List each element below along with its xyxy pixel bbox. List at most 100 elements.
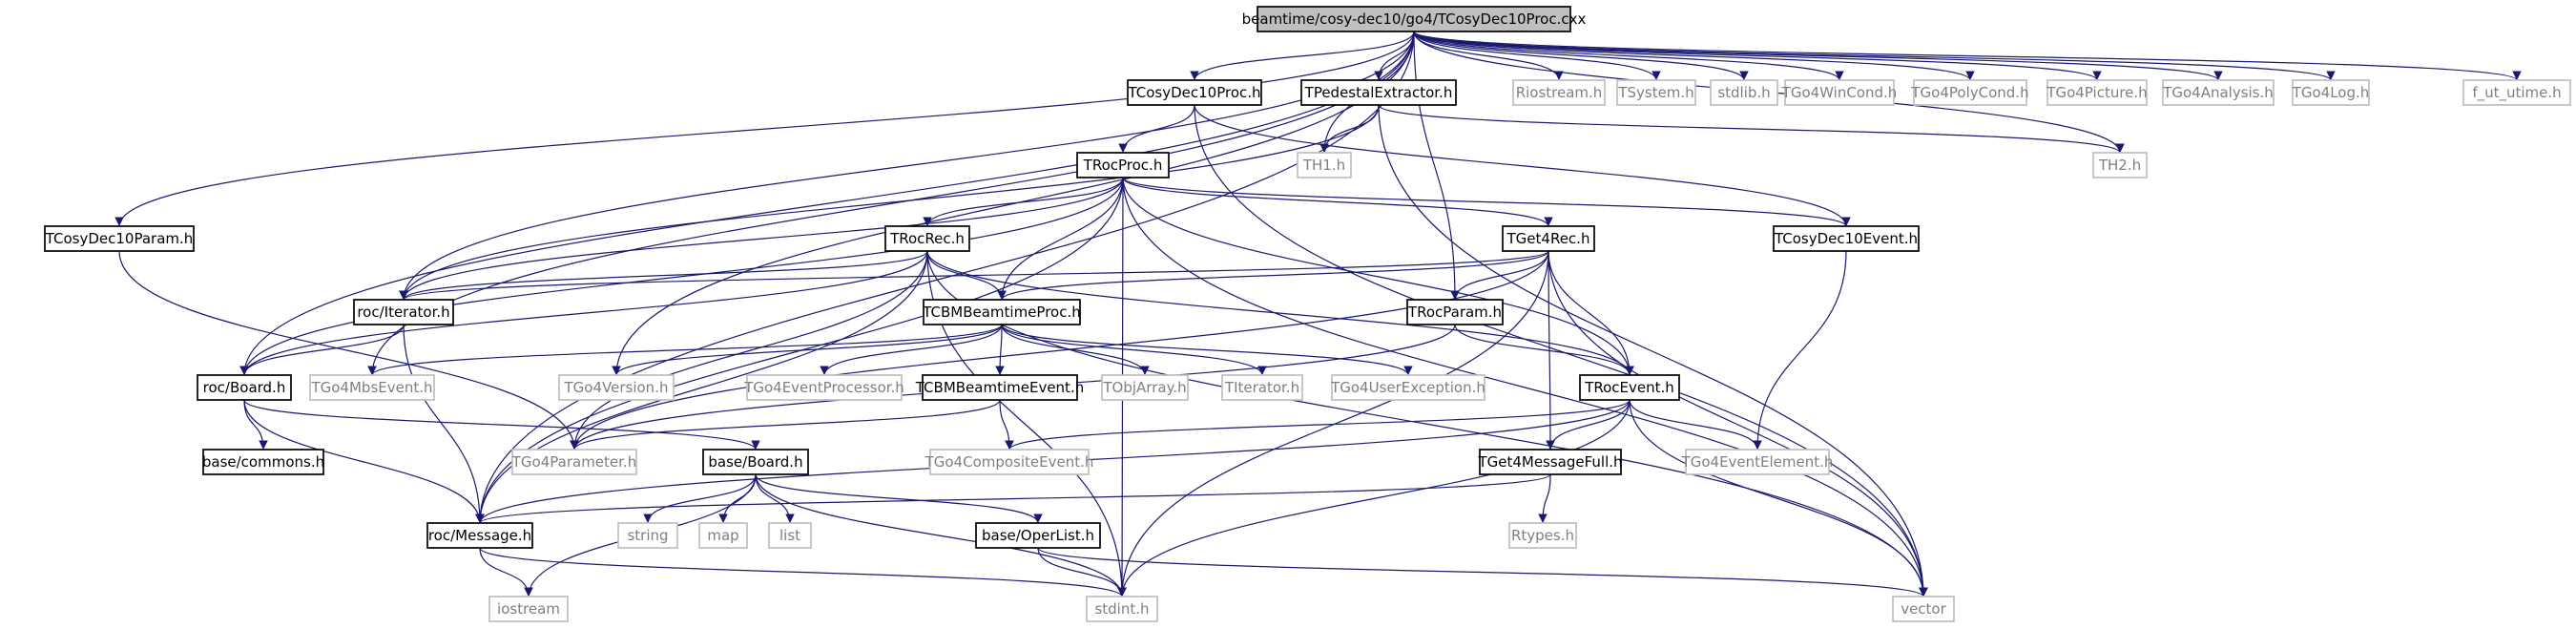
node-TGet4MessageFull[interactable]: TGet4MessageFull.h [1477,449,1623,475]
edge-TCBMBeamtimeProc-to-TGo4UserException [1001,324,1413,376]
node-TRocParam[interactable]: TRocParam.h [1406,299,1504,325]
edge-TRocEvent-to-TGet4MessageFull [1546,399,1631,451]
node-TCBMBeamtimeEvent[interactable]: TCBMBeamtimeEvent.h [915,374,1084,401]
node-box-TH1 [1297,152,1352,178]
edge-rocBoard-to-baseBoard [243,399,760,451]
edge-TCBMBeamtimeProc-to-TGo4Version [612,324,1003,376]
node-box-Rtypes [1508,522,1577,549]
node-TCosyDec10Param[interactable]: TCosyDec10Param.h [44,225,195,252]
edge-rocIterator-to-rocBoard [239,324,405,376]
node-label: TGet4MessageFull.h [1477,453,1622,471]
node-label: TPedestalExtractor.h [1304,84,1453,101]
node-box-TGo4Picture [2046,79,2148,106]
node-Riostream: Riostream.h [1512,79,1606,106]
node-label: TGo4WinCond.h [1781,84,1898,101]
edge-TCosyDec10Event-to-TGo4EventElement [1753,250,1847,451]
edge-root-to-TGo4Picture [1413,31,2102,81]
node-baseOperList[interactable]: base/OperList.h [975,522,1101,549]
node-box-TRocParam [1406,299,1504,325]
node-label: TGo4PolyCond.h [1910,84,2028,101]
node-TRocEvent[interactable]: TRocEvent.h [1579,374,1680,401]
node-box-TCosyDec10Proc [1127,79,1262,106]
node-TGo4Log: TGo4Log.h [2292,79,2370,106]
node-rocIterator[interactable]: roc/Iterator.h [353,299,454,325]
edge-TRocEvent-to-TGo4CompositeEvent [1005,399,1631,451]
node-TGet4Rec[interactable]: TGet4Rec.h [1502,225,1595,252]
node-root[interactable]: beamtime/cosy-dec10/go4/TCosyDec10Proc.c… [1242,6,1587,32]
node-label: TH2.h [2098,157,2141,174]
edge-TRocEvent-to-TGo4EventElement [1629,399,1762,451]
edge-TPedestalExtractor-to-vector [1378,104,1928,598]
node-label: TRocRec.h [889,230,965,247]
node-label: TGo4Picture.h [2046,84,2147,101]
node-label: map [707,527,738,544]
node-box-TObjArray [1101,374,1189,401]
node-TCBMBeamtimeProc[interactable]: TCBMBeamtimeProc.h [922,299,1081,325]
node-box-stdint [1086,596,1158,622]
edge-TRocEvent-to-vector [1629,399,1928,598]
edge-TGet4Rec-to-TCBMBeamtimeProc [997,250,1549,301]
edge-TCosyDec10Proc-to-vector [1194,104,1928,598]
node-baseBoard[interactable]: base/Board.h [702,449,809,475]
edge-rocMessage-to-iostream [479,547,533,598]
node-label: TGo4Analysis.h [2162,84,2274,101]
node-box-vector [1892,596,1955,622]
node-label: TSystem.h [1617,84,1693,101]
node-TRocRec[interactable]: TRocRec.h [884,225,970,252]
node-rocMessage[interactable]: roc/Message.h [426,522,533,549]
edge-TRocRec-to-TGo4Parameter [570,250,928,451]
edge-TCosyDec10Param-to-TGo4Parameter [118,250,579,451]
edge-TRocProc-to-TRocRec [923,177,1124,227]
edge-TRocProc-to-TCosyDec10Event [1122,177,1851,227]
node-vector: vector [1892,596,1955,622]
node-box-TSystem [1616,79,1696,106]
node-string: string [617,522,678,549]
edge-TGet4Rec-to-vector [1548,250,1928,598]
edge-TRocProc-to-TGet4Rec [1122,177,1553,227]
node-stdlib: stdlib.h [1710,79,1778,106]
edge-baseBoard-to-baseOperList [755,473,1043,524]
edge-baseBoard-to-stdint [755,473,1127,598]
node-label: TIterator.h [1224,379,1299,396]
edge-root-to-TGo4WinCond [1413,31,1844,81]
edge-rocBoard-to-baseCommons [243,399,268,451]
node-label: string [627,527,668,544]
node-TCosyDec10Event[interactable]: TCosyDec10Event.h [1773,225,1920,252]
edge-baseBoard-to-list [755,473,795,524]
edge-TCBMBeamtimeEvent-to-TGo4Parameter [570,399,1001,451]
node-box-TRocEvent [1579,374,1680,401]
node-TGo4Parameter: TGo4Parameter.h [511,449,637,475]
edge-root-to-f_ut_utime [1413,31,2522,81]
node-box-root [1257,6,1571,32]
node-label: base/Board.h [708,453,802,471]
edge-TCosyDec10Proc-to-TRocProc [1118,104,1195,154]
node-TPedestalExtractor[interactable]: TPedestalExtractor.h [1300,79,1457,106]
node-box-TGo4Log [2292,79,2370,106]
edge-TRocRec-to-rocIterator [399,250,928,301]
node-layer: beamtime/cosy-dec10/go4/TCosyDec10Proc.c… [44,6,2571,622]
node-box-TCBMBeamtimeEvent [922,374,1078,401]
node-TH2: TH2.h [2092,152,2148,178]
node-TRocProc[interactable]: TRocProc.h [1076,152,1170,178]
edge-layer [114,31,2522,598]
edge-TCBMBeamtimeProc-to-TIterator [1001,324,1267,376]
edge-root-to-stdlib [1413,31,1749,81]
node-label: TCosyDec10Proc.h [1127,84,1260,101]
node-baseCommons[interactable]: base/commons.h [202,449,324,475]
node-box-TPedestalExtractor [1300,79,1457,106]
edge-TRocParam-to-TRocEvent [1454,324,1634,376]
node-label: roc/Message.h [428,527,531,544]
node-box-iostream [488,596,569,622]
edge-TGet4MessageFull-to-Rtypes [1538,473,1551,524]
node-label: base/commons.h [202,453,324,471]
node-box-TGo4MbsEvent [309,374,435,401]
node-TCosyDec10Proc[interactable]: TCosyDec10Proc.h [1127,79,1262,106]
node-box-TIterator [1221,374,1303,401]
edge-root-to-TRocParam [1413,31,1460,301]
node-box-stdlib [1710,79,1778,106]
node-rocBoard[interactable]: roc/Board.h [197,374,292,401]
node-stdint: stdint.h [1086,596,1158,622]
edge-TRocProc-to-rocBoard [239,177,1124,376]
node-box-rocBoard [197,374,292,401]
node-box-TGo4PolyCond [1913,79,2027,106]
